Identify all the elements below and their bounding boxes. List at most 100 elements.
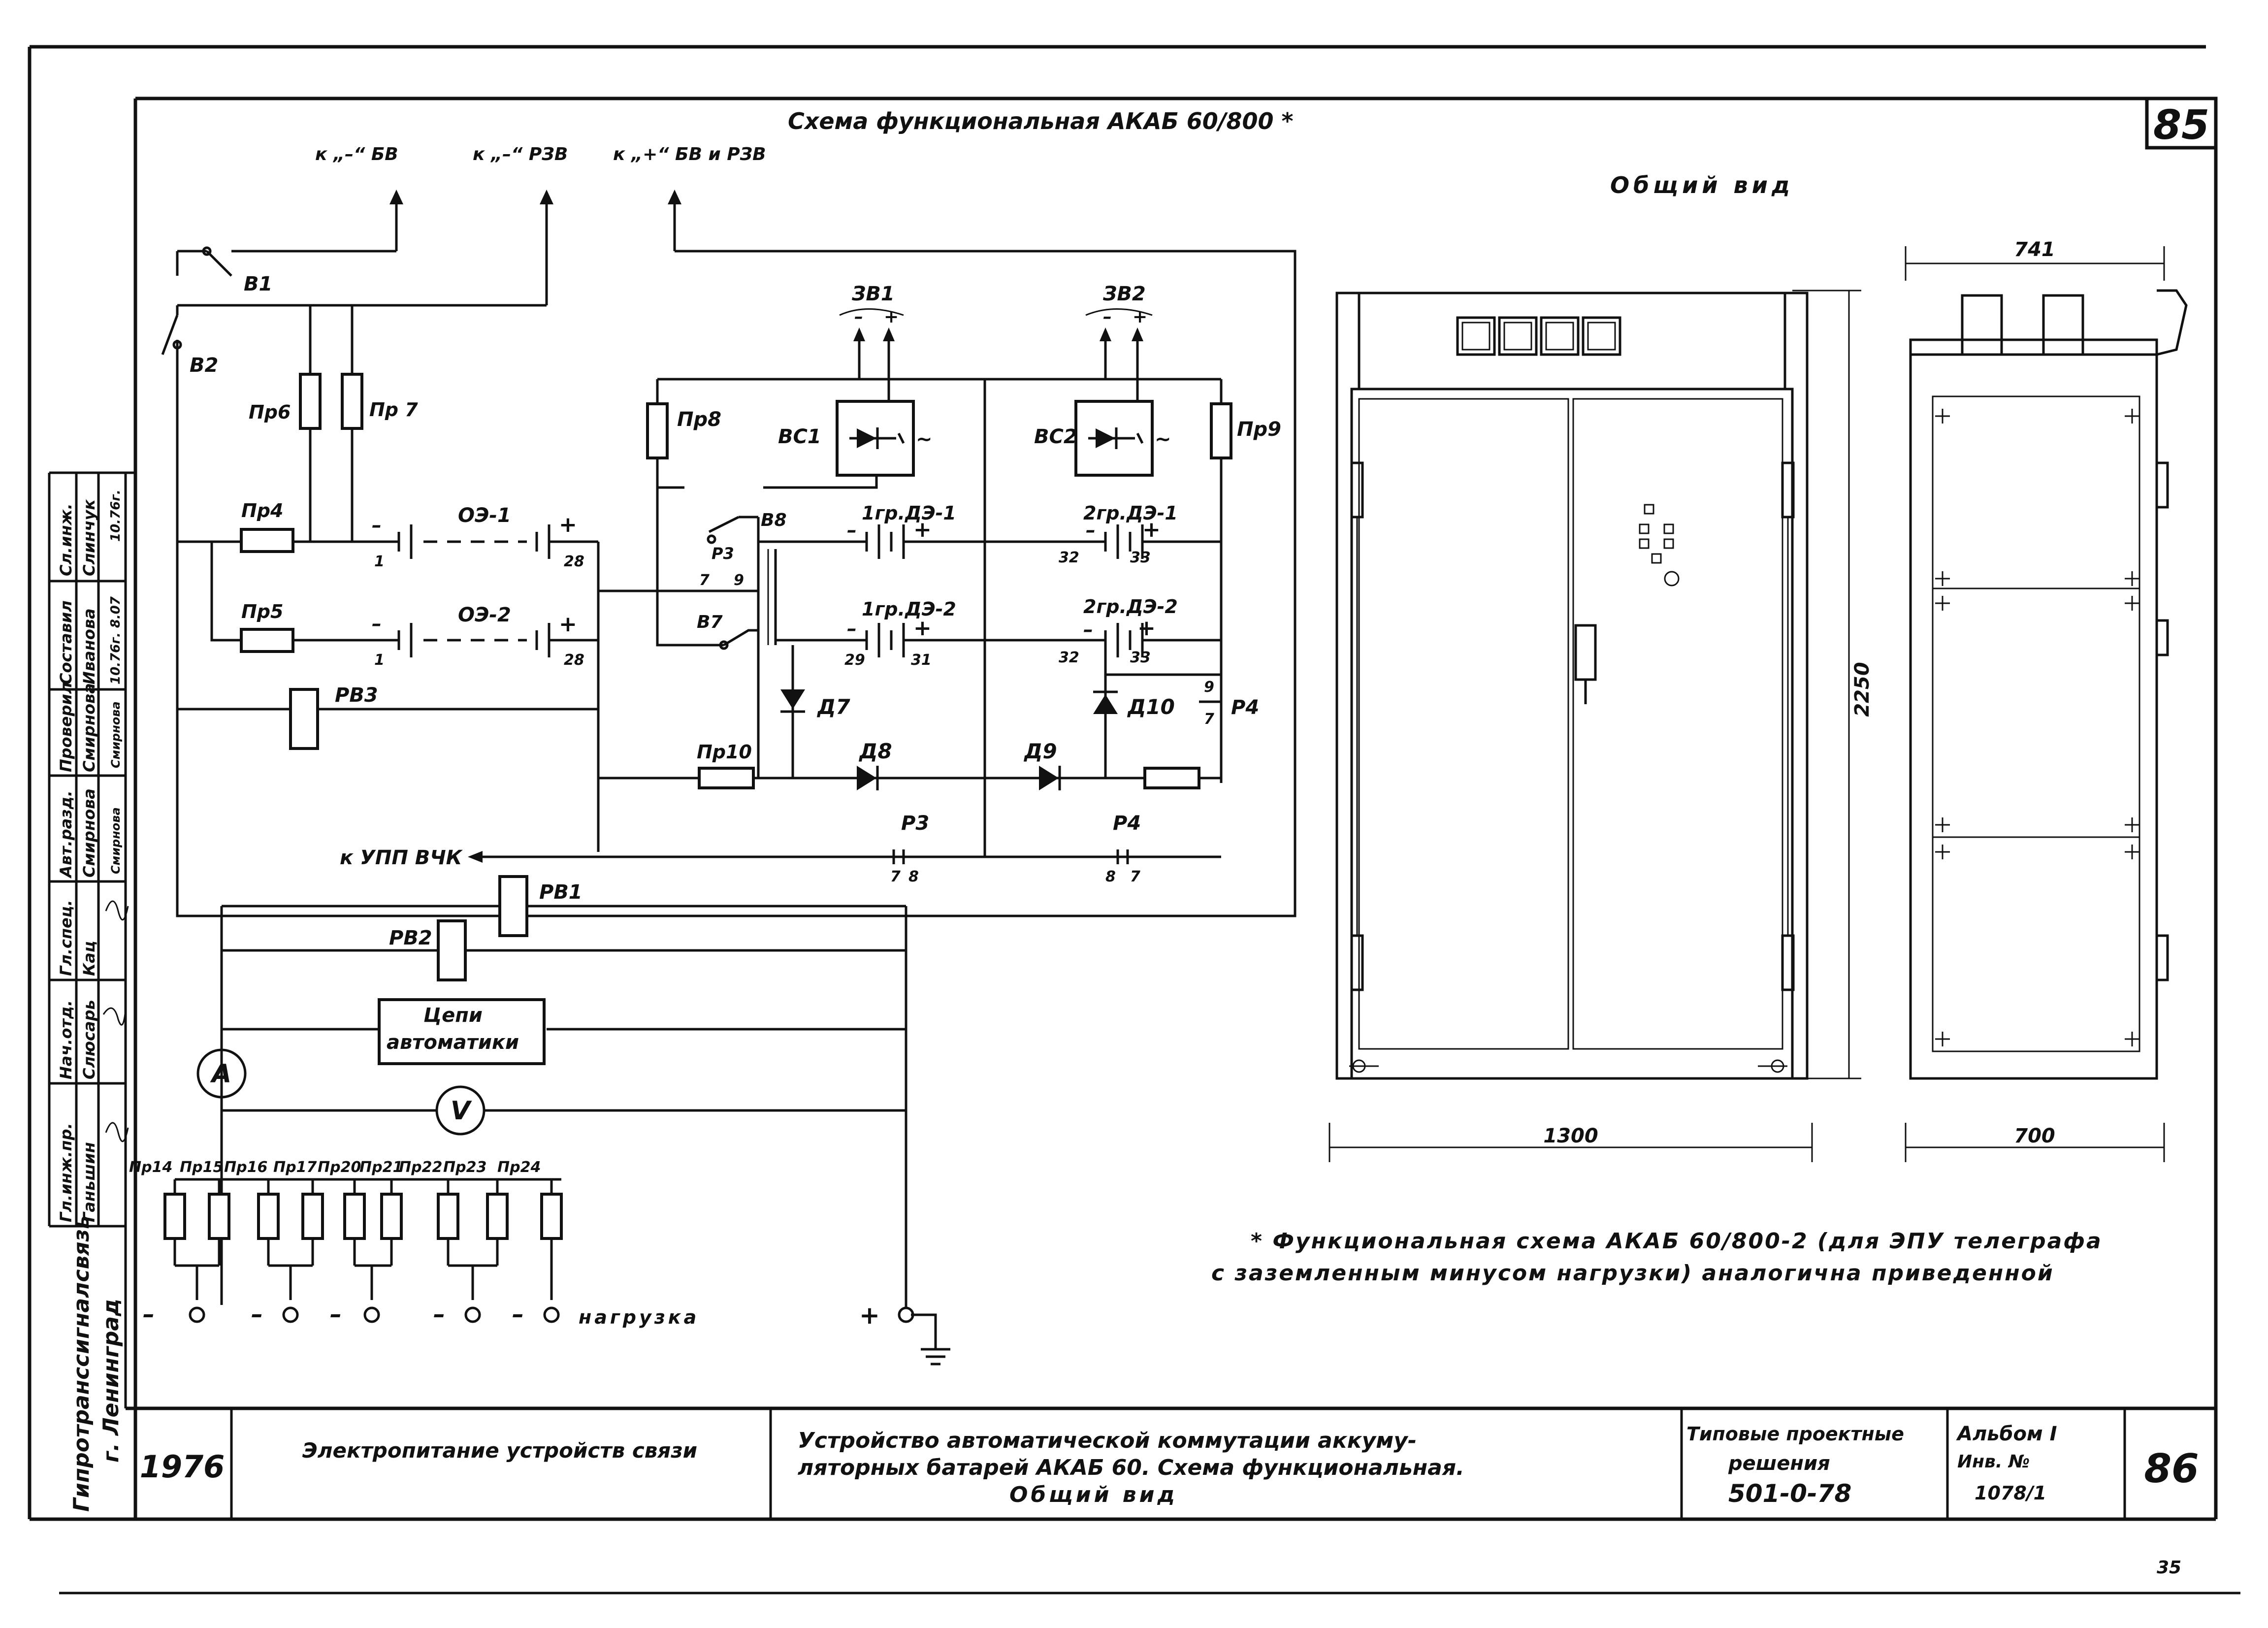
stamp-date-1: 10.76г. [108, 489, 123, 542]
title-section: Электропитание устройств связи [302, 1438, 697, 1463]
zv2-label: ЗВ2 [1102, 283, 1146, 305]
title-sheet: 86 [2144, 1446, 2199, 1492]
automation-label-1: Цепи [423, 1004, 483, 1027]
stamp-date-2: 10.76г. 8.07 [108, 596, 123, 684]
fuse-pr10-label: Пр10 [697, 741, 752, 763]
g1de1-plus: + [913, 517, 932, 542]
automation-label-2: автоматики [387, 1031, 519, 1054]
load-minus-4: – [433, 1301, 445, 1328]
oe2-term-1: 1 [374, 651, 385, 669]
arrow-label-bv-rzv-plus: к „+“ БВ и РЗВ [613, 144, 766, 164]
g2de2-plus: + [1137, 616, 1156, 641]
diode-d7-label: Д7 [816, 695, 850, 719]
fuse-pr7-label: Пр 7 [369, 399, 418, 421]
dim-depth-top: 741 [2014, 238, 2055, 261]
diode-d9-label: Д9 [1023, 739, 1057, 763]
side-stamp: Сл.инж. Слинчук 10.76г. Составил Иванова… [48, 471, 135, 1512]
g2de1-term-33: 33 [1130, 549, 1151, 566]
vs1-ac: ~ [916, 428, 933, 451]
oe1-term-28: 28 [564, 553, 584, 570]
fuse-pr6-label: Пр6 [249, 401, 291, 423]
voltmeter-label: V [451, 1096, 472, 1126]
p4-term-8: 8 [1105, 868, 1116, 885]
g1de2-term-29: 29 [844, 651, 865, 669]
load-minus-1: – [143, 1301, 155, 1328]
battery-oe1-label: ОЭ-1 [458, 504, 511, 527]
stamp-name-7: Ганьшин [80, 1142, 98, 1222]
oe2-plus: + [559, 612, 577, 637]
diode-d8-label: Д8 [858, 739, 892, 763]
zv1-label: ЗВ1 [851, 283, 895, 305]
title-year: 1976 [140, 1449, 225, 1485]
schematic-title: Схема функциональная АКАБ 60/800 * [788, 108, 1294, 134]
functional-schematic: к „–“ БВ к „–“ РЗВ к „+“ БВ и РЗВ В1 В2 … [129, 144, 1296, 1366]
side-cross-marks [1935, 409, 2139, 1046]
g2de1-term-32: 32 [1059, 549, 1079, 566]
zv2-minus: – [1103, 307, 1112, 327]
relay-rv2-label: РВ2 [389, 927, 432, 949]
battery-2gr-de1-label: 2гр.ДЭ-1 [1083, 502, 1178, 524]
switch-b8-label: В8 [761, 510, 787, 530]
load-plus: + [859, 1301, 880, 1330]
g1de2-plus: + [913, 616, 932, 641]
stamp-role-5: Гл.спец. [57, 900, 75, 976]
b8-term-7: 7 [699, 572, 710, 589]
p3-contact-label: Р3 [901, 812, 929, 835]
dim-depth-bottom: 700 [2014, 1125, 2055, 1147]
title-series-3: 501-0-78 [1728, 1479, 1851, 1508]
p3-term-8: 8 [908, 868, 919, 885]
general-view-side: 741 700 [1905, 238, 2188, 1162]
zv2-plus: + [1133, 307, 1147, 327]
stamp-role-6: Нач.отд. [57, 1000, 75, 1079]
arrow-label-bv-minus: к „–“ БВ [315, 144, 398, 164]
stamp-name-5: Кац [80, 941, 98, 976]
battery-1gr-de2-label: 1гр.ДЭ-2 [862, 598, 956, 620]
sheet-frame [28, 45, 2240, 1595]
zv1-plus: + [884, 307, 899, 327]
stamp-city: г. Ленинград [98, 1299, 124, 1463]
load-fuse-label-4: Пр17 [273, 1159, 317, 1176]
p4-term-7: 7 [1204, 711, 1214, 728]
sheet-number-top: 85 [2153, 102, 2209, 149]
g1de2-minus: – [847, 618, 857, 640]
diode-d10-label: Д10 [1127, 695, 1175, 719]
switch-b2-label: В2 [190, 354, 218, 377]
g2de2-term-33: 33 [1130, 649, 1151, 666]
b8-term-9: 9 [734, 572, 744, 589]
stamp-org: Гипротранссигналсвязь [69, 1215, 94, 1512]
stamp-role-4: Авт.разд. [57, 790, 75, 879]
title-series-1: Типовые проектные [1686, 1423, 1904, 1445]
stamp-name-4: Смирнова [80, 788, 98, 878]
relay-rv1-label: РВ1 [539, 881, 583, 904]
stamp-sign-3: Смирнова [109, 701, 123, 768]
arrow-label-rzv-minus: к „–“ РЗВ [473, 144, 568, 164]
zv1-minus: – [854, 307, 863, 327]
sheet-number-bottom: 35 [2157, 1558, 2181, 1578]
title-desc-1: Устройство автоматической коммутации акк… [798, 1428, 1417, 1453]
stamp-name-1: Слинчук [80, 499, 98, 576]
oe1-plus: + [559, 512, 577, 537]
load-fuse-label-5: Пр20 [318, 1159, 361, 1176]
p3-term-7: 7 [890, 868, 901, 885]
dim-height: 2250 [1851, 662, 1874, 716]
p4-term-9: 9 [1204, 679, 1214, 696]
load-fuse-label-6: Пр21 [359, 1159, 403, 1176]
title-series-2: решения [1728, 1452, 1830, 1475]
stamp-role-3: Проверил [57, 683, 75, 772]
g1de1-minus: – [847, 519, 857, 542]
general-view-title: Общий вид [1610, 172, 1794, 198]
battery-oe2-label: ОЭ-2 [458, 604, 511, 626]
battery-2gr-de2-label: 2гр.ДЭ-2 [1083, 596, 1178, 618]
stamp-role-7: Гл.инж.пр. [57, 1123, 75, 1222]
stamp-name-3: Смирнова [80, 683, 98, 772]
load-fuse-row: Пр14 Пр15 Пр16 Пр17 Пр20 Пр21 Пр22 Пр23 … [129, 1159, 563, 1266]
g2de1-minus: – [1086, 519, 1096, 542]
fuse-pr8-label: Пр8 [677, 408, 721, 431]
load-minus-5: – [512, 1301, 524, 1328]
battery-1gr-de1-label: 1гр.ДЭ-1 [862, 502, 956, 524]
fuse-pr9-label: Пр9 [1237, 418, 1281, 441]
load-fuse-label-1: Пр14 [129, 1159, 172, 1176]
load-minus-3: – [330, 1301, 342, 1328]
stamp-sign-4: Смирнова [109, 807, 123, 874]
